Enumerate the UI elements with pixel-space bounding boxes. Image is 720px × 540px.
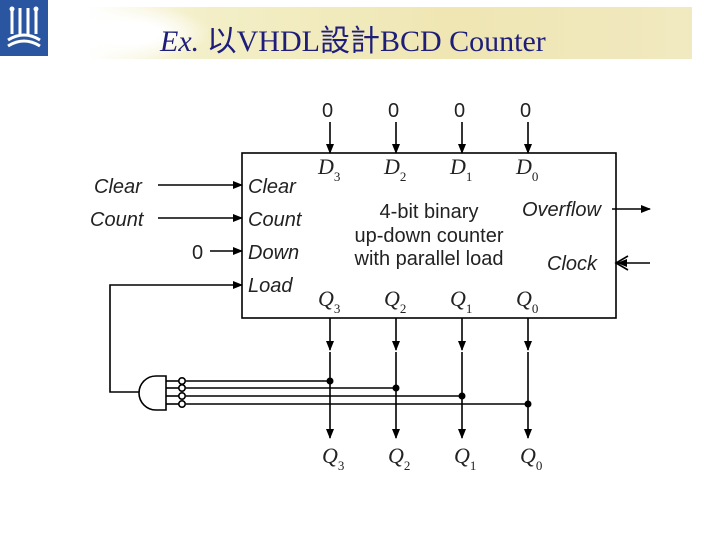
- clock-edge-symbol: [614, 255, 629, 271]
- q2-port-label: Q2: [384, 286, 406, 316]
- q0-port-label: Q0: [516, 286, 538, 316]
- port-load-label: Load: [248, 275, 293, 297]
- junction-q2: [392, 384, 400, 392]
- q3-port-label: Q3: [318, 286, 340, 316]
- q2-output-label: Q2: [388, 443, 410, 473]
- d0-label: D0: [515, 154, 538, 184]
- title-banner: [88, 7, 692, 59]
- block-text-line1: 4-bit binary: [380, 201, 479, 223]
- junction-q1: [458, 392, 466, 400]
- port-clock-label: Clock: [547, 253, 598, 275]
- junction-q0: [524, 400, 532, 408]
- d3-label: D3: [317, 154, 340, 184]
- top-input-1: 0: [454, 100, 465, 122]
- top-inputs: 0 0 0 0: [322, 100, 531, 122]
- ext-count-label: Count: [90, 209, 145, 231]
- block-text-line3: with parallel load: [354, 248, 504, 270]
- wire-load-feedback: [109, 281, 243, 393]
- title-main: 以VHDL設計BCD Counter: [206, 25, 546, 58]
- port-clear-label: Clear: [248, 176, 297, 198]
- title-prefix: Ex.: [160, 25, 200, 58]
- port-count-label: Count: [248, 209, 303, 231]
- q3-output-label: Q3: [322, 443, 344, 473]
- slide-title: Ex. 以VHDL設計BCD Counter: [160, 22, 546, 62]
- nand-gate-icon: [138, 375, 187, 411]
- d1-label: D1: [449, 154, 472, 184]
- q0-output-label: Q0: [520, 443, 542, 473]
- junction-q3: [326, 377, 334, 385]
- port-overflow-label: Overflow: [522, 199, 602, 221]
- ext-clear-label: Clear: [94, 176, 143, 198]
- top-input-2: 0: [388, 100, 399, 122]
- ext-down-value: 0: [192, 242, 203, 264]
- university-logo-icon: [0, 0, 48, 56]
- d2-label: D2: [383, 154, 406, 184]
- top-input-3: 0: [322, 100, 333, 122]
- block-text-line2: up-down counter: [355, 225, 504, 247]
- counter-block: [241, 152, 617, 319]
- top-input-0: 0: [520, 100, 531, 122]
- q1-output-label: Q1: [454, 443, 476, 473]
- q1-port-label: Q1: [450, 286, 472, 316]
- port-down-label: Down: [248, 242, 299, 264]
